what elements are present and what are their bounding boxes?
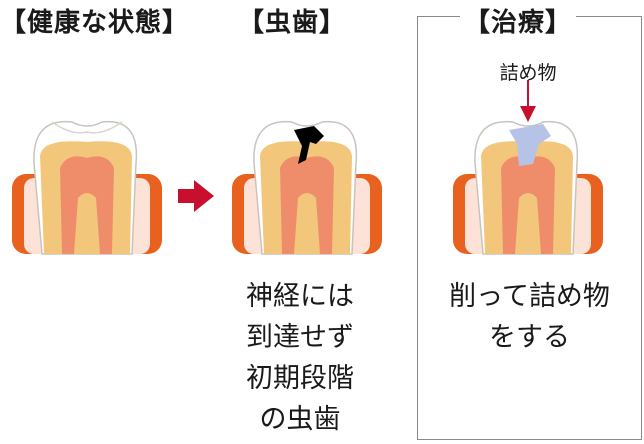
treatment-description: 削って詰め物 をする [417,276,642,358]
decay-mark [294,126,324,164]
heading-cavity: 【虫歯】 [238,2,347,39]
cavity-tooth-illustration [232,120,382,255]
cavity-description: 神経には 到達せず 初期段階 の虫歯 [238,276,362,440]
heading-healthy: 【健康な状態】 [0,2,190,39]
cavity-desc-line: 到達せず [246,322,354,353]
pointer-arrow-icon [520,80,536,122]
cavity-desc-line: 初期段階 [246,363,354,394]
treated-tooth-illustration [453,120,603,255]
healthy-tooth-illustration [12,120,162,255]
cavity-desc-line: 神経には [246,281,354,312]
filling-label: 詰め物 [499,62,557,84]
treatment-desc-line: をする [489,322,570,353]
treatment-desc-line: 削って詰め物 [449,281,610,312]
right-arrow-icon [178,180,214,212]
heading-treatment: 【治療】 [460,2,577,39]
filling-mark [509,124,551,166]
cavity-desc-line: の虫歯 [259,404,341,435]
